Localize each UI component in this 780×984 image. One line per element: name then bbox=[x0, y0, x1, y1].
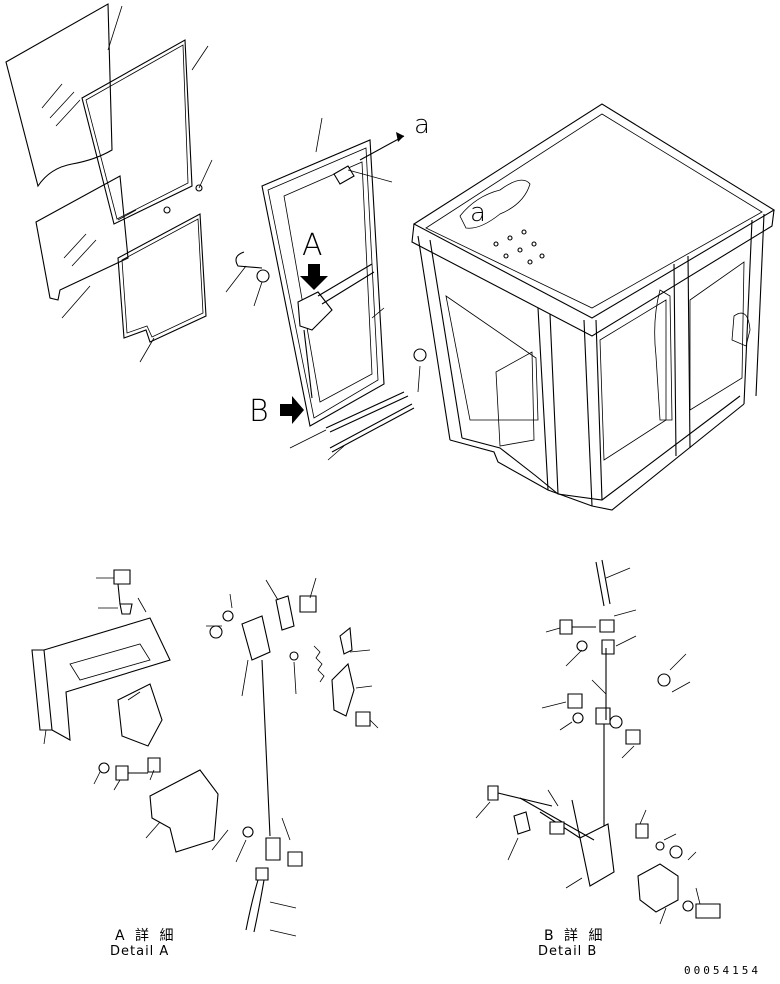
detail-a-caption-jp: A 詳 細 bbox=[115, 928, 177, 944]
detail-b-exploded bbox=[475, 559, 721, 925]
reference-a-roof-label: a bbox=[470, 198, 486, 228]
view-arrow-b bbox=[280, 396, 304, 424]
reference-a-arrow-label: a bbox=[414, 110, 430, 140]
view-a-label: A bbox=[302, 228, 323, 263]
detail-a-exploded bbox=[31, 569, 379, 937]
detail-b-caption-en: Detail B bbox=[538, 944, 598, 959]
detail-a-caption-en: Detail A bbox=[110, 944, 170, 959]
drawing-number: 00054154 bbox=[684, 964, 761, 977]
view-arrow-a bbox=[300, 264, 328, 290]
view-b-label: B bbox=[249, 394, 269, 429]
window-glass-assembly bbox=[5, 3, 213, 363]
cab-frame bbox=[411, 103, 776, 511]
cab-door bbox=[225, 117, 427, 461]
view-arrows bbox=[280, 264, 328, 424]
detail-b-caption-jp: B 詳 細 bbox=[544, 928, 606, 944]
